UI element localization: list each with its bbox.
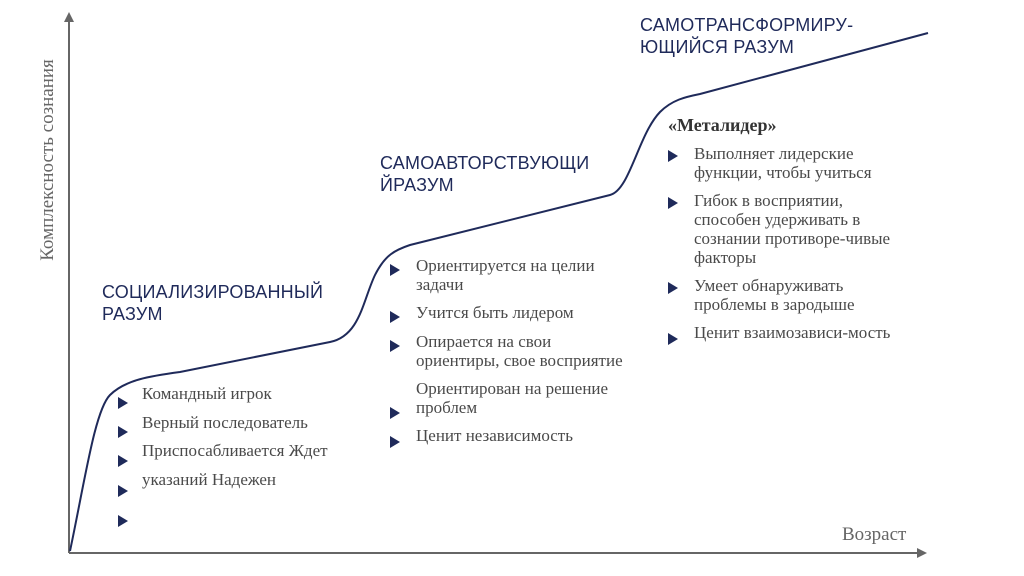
bullet-triangle-icon [118,426,128,438]
bullet-triangle-icon [390,311,400,323]
stage-2-traits: Ориентируется на целии задачи Учится быт… [390,256,630,448]
stage-3-trait: Выполняет лидерские функции, чтобы учить… [668,144,898,182]
stage-2-trait: Ориентируется на целии задачи [390,256,630,294]
stage-title-socialized: СОЦИАЛИЗИРОВАННЫЙ РАЗУМ [102,282,324,324]
y-axis-label: Комплексность сознания [37,59,58,261]
bullet-triangle-icon [668,197,678,209]
bullet-triangle-icon [390,436,400,448]
bullet-triangle-icon [390,264,400,276]
bullet-triangle-icon [390,407,400,419]
stage-3-trait: Умеет обнаруживать проблемы в зародыше [668,276,898,314]
stage-1-trait: Приспосабливается Ждет [142,441,328,460]
bullet-triangle-icon [118,515,128,527]
stage-1-trait: Командный игрок [142,384,272,403]
bullet-triangle-icon [668,150,678,162]
development-curve [69,32,929,552]
bullet-triangle-icon [668,282,678,294]
bullet-triangle-icon [118,455,128,467]
stage-title-self-transforming: САМОТРАНСФОРМИРУ-ЮЩИЙСЯ РАЗУМ [640,15,854,57]
stage-3-traits: Выполняет лидерские функции, чтобы учить… [668,144,898,345]
stage-2-trait: Опирается на свои ориентиры, свое воспри… [390,332,630,370]
bullet-triangle-icon [118,485,128,497]
stage-1-trait: Верный последователь [142,412,308,432]
stage-2-trait: Ценит независимость [390,426,630,448]
stage-title-self-authoring: САМОАВТОРСТВУЮЩИ ЙРАЗУМ [380,153,590,195]
metaleader-heading: «Металидер» [668,114,777,136]
stage-3-trait: Гибок в восприятии, способен удерживать … [668,191,898,267]
metaleader-heading-text: «Металидер» [668,115,777,135]
bullet-triangle-icon [668,333,678,345]
bullet-triangle-icon [118,397,128,409]
stage-2-trait: Учится быть лидером [390,303,630,323]
x-axis-label: Возраст [842,524,907,545]
stage-3-trait: Ценит взаимозависи-мость [668,323,898,345]
stage-1-traits: Командный игрок Верный последователь При… [142,380,328,494]
bullet-triangle-icon [390,340,400,352]
stage-1-trait: указаний Надежен [142,469,277,489]
stage-2-trait: Ориентирован на решение проблем [390,379,630,419]
